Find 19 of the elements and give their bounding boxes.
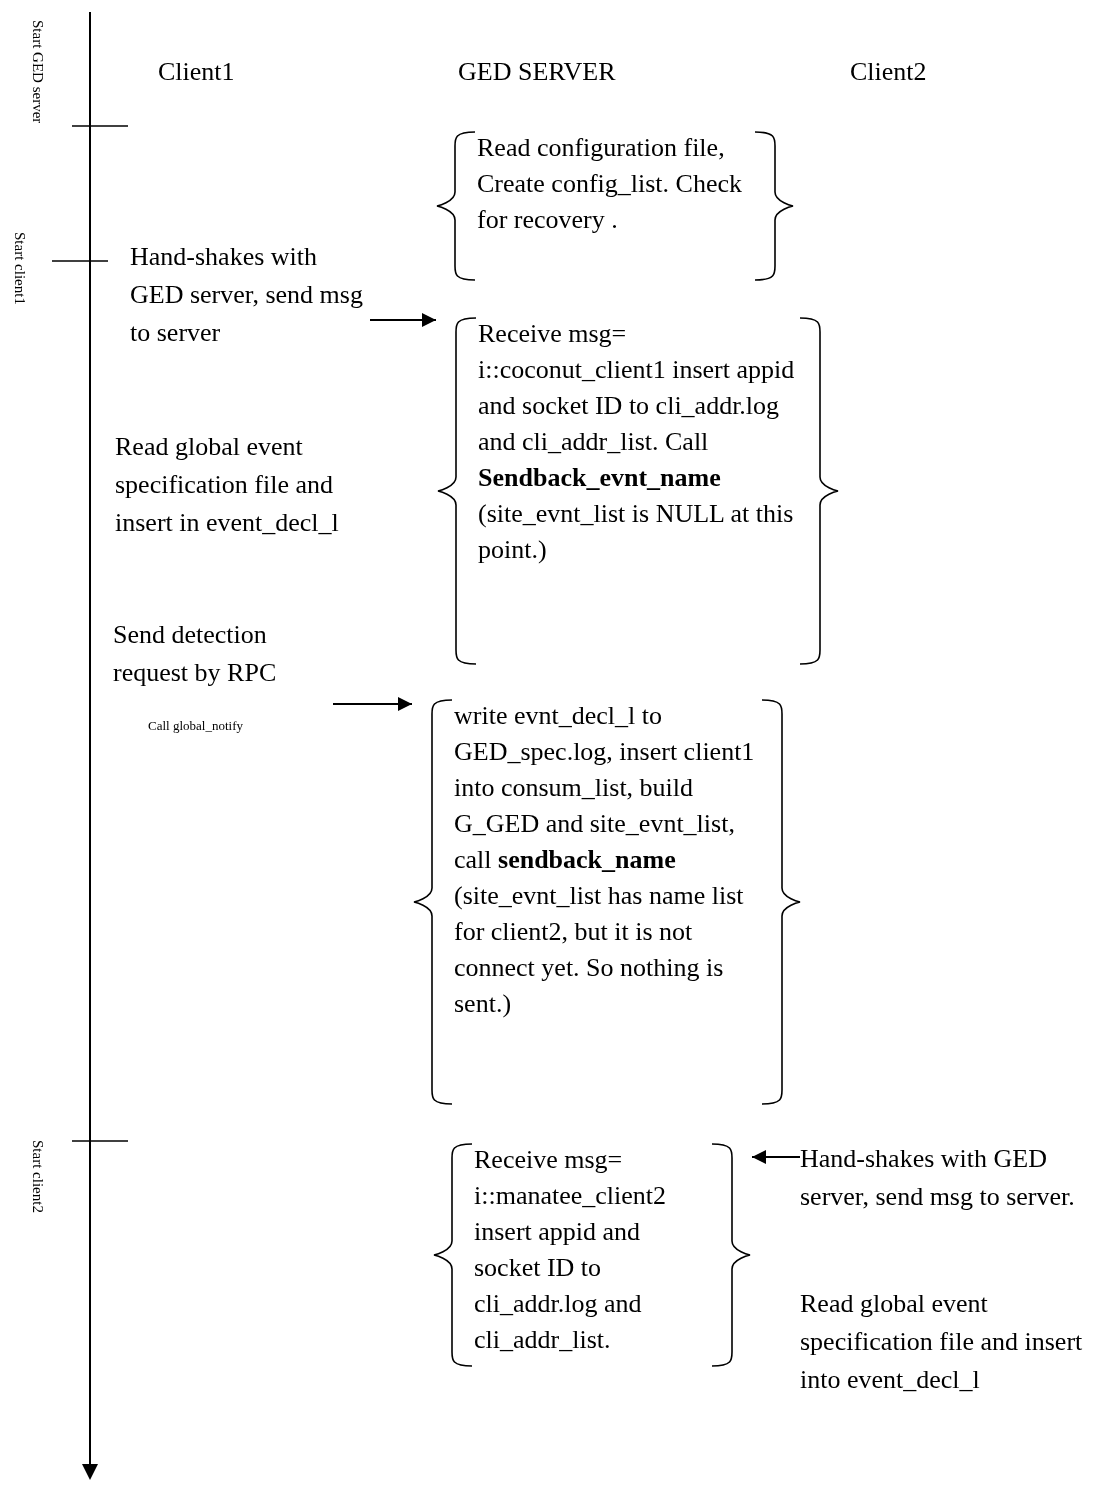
step-text: write evnt_decl_l to GED_spec.log, insert client1 into consum_list, build G_GED and site_evnt_list, call sendback_name (site_evnt_list has name list for client2, but it is not connect yet. So nothing is sent.)	[454, 700, 756, 1020]
lane-heading: Client1	[158, 56, 235, 88]
arrow	[369, 313, 437, 327]
step-text: Hand-shakes with GED server, send msg to server	[130, 241, 364, 349]
step-text: Read global event specification file and insert in event_decl_l	[115, 431, 340, 539]
lane-heading: Client2	[850, 56, 927, 88]
arrow	[332, 697, 413, 711]
step-text: Receive msg= i::manatee_client2 insert appid and socket ID to cli_addr.log and cli_addr_list.	[474, 1144, 668, 1356]
step-text: Hand-shakes with GED server, send msg to server.	[800, 1143, 1076, 1213]
step-text: Read configuration file, Create config_list. Check for recovery .	[477, 132, 743, 236]
step-text: Send detection request by RPC	[113, 619, 278, 689]
timeline-label: Start client2	[28, 1140, 47, 1213]
step-text: Read global event specification file and insert into event_decl_l	[800, 1288, 1084, 1396]
timeline-label: Start client1	[10, 232, 29, 305]
note-text: Call global_notify	[148, 717, 243, 735]
lane-heading: GED SERVER	[458, 56, 616, 88]
arrow	[751, 1150, 801, 1164]
step-text: Receive msg= i::coconut_client1 insert appid and socket ID to cli_addr.log and cli_addr_list. Call Sendback_evnt_name (site_evnt_list is NULL at this point.)	[478, 318, 796, 566]
timeline-label: Start GED server	[28, 20, 47, 124]
